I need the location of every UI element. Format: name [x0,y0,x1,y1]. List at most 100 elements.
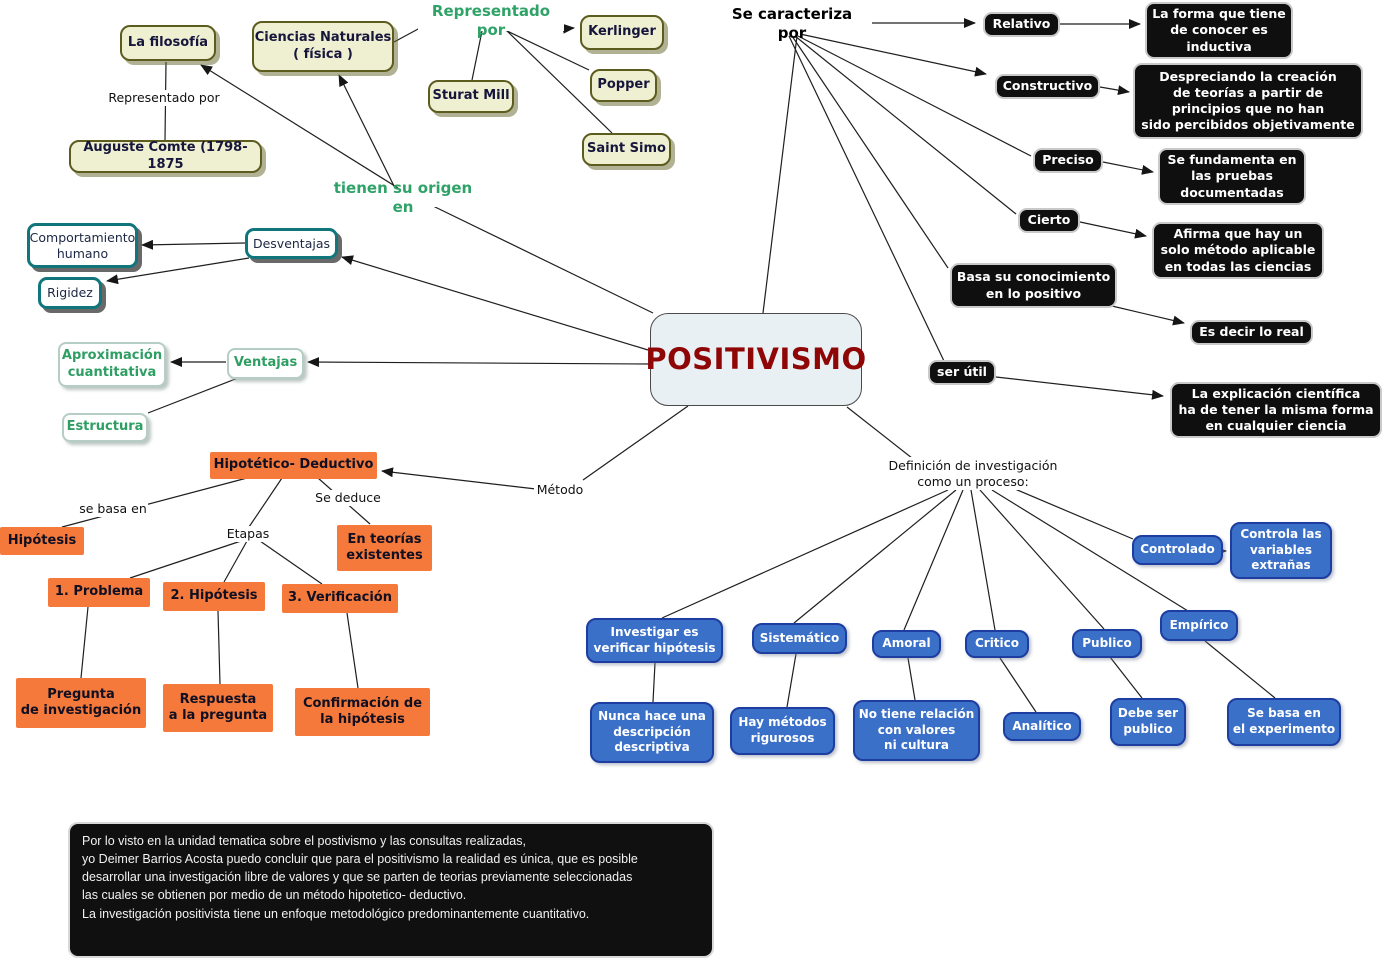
connector-line [788,35,945,362]
node-controlado[interactable]: Controlado [1132,535,1223,565]
connector-line [217,610,221,685]
node-2-hipotesis[interactable]: 2. Hipótesis [163,582,265,611]
node-sturat-mill[interactable]: Sturat Mill [428,80,514,113]
node-1-problema[interactable]: 1. Problema [48,578,150,607]
connector-line [652,662,656,703]
node-afirma-metodo[interactable]: Afirma que hay un solo método aplicable … [1152,222,1324,279]
node-hipotesis[interactable]: Hipótesis [0,527,84,555]
node-no-tiene-relacion[interactable]: No tiene relación con valores ni cultura [853,700,980,761]
node-amoral[interactable]: Amoral [872,630,941,658]
node-critico[interactable]: Critico [965,630,1029,658]
connector-line [338,74,396,189]
node-constructivo[interactable]: Constructivo [995,74,1100,99]
node-publico[interactable]: Publico [1072,629,1142,658]
node-aproximacion-cuantitativa[interactable]: Aproximación cuantitativa [58,342,166,387]
conclusion-note[interactable]: Por lo visto en la unidad tematica sobre… [68,822,714,958]
node-popper[interactable]: Popper [590,69,657,102]
node-comportamiento-humano[interactable]: Comportamiento humano [27,223,138,268]
node-hay-metodos[interactable]: Hay métodos rigurosos [730,707,835,755]
connector-line [147,377,239,414]
connector-line [61,477,248,528]
node-la-explicacion[interactable]: La explicación científica ha de tener la… [1170,382,1382,438]
link-label-representado-por-2[interactable]: Representado por [418,2,564,39]
node-empirico[interactable]: Empírico [1160,610,1238,641]
connector-line [1109,656,1143,699]
connector-line [259,540,323,585]
node-se-basa-experimento[interactable]: Se basa en el experimento [1227,698,1341,746]
node-auguste-comte[interactable]: Auguste Comte (1798-1875 [69,140,262,173]
connector-line [799,33,987,77]
node-controla-variables[interactable]: Controla las variables extrañas [1230,522,1332,579]
node-saint-simo[interactable]: Saint Simo [582,133,671,166]
node-estructura[interactable]: Estructura [62,413,148,442]
node-hipotetico-deductivo[interactable]: Hipotético- Deductivo [210,452,377,479]
node-sistematico[interactable]: Sistemático [752,623,847,654]
connector-line [223,540,248,583]
connector-line [995,376,1164,400]
node-positivismo[interactable]: POSITIVISMO [645,313,866,406]
connector-line [307,357,650,368]
connector-line [393,27,421,43]
link-label-representado-por[interactable]: Representado por [105,90,223,106]
connector-line [970,489,996,631]
connector-line [1014,488,1134,540]
node-rigidez[interactable]: Rigidez [38,277,102,309]
node-la-filosofia[interactable]: La filosofía [120,25,216,61]
connector-line [471,30,483,81]
node-desventajas[interactable]: Desventajas [245,228,338,259]
edge-group [61,18,1276,713]
node-analitico[interactable]: Analítico [1003,712,1081,741]
connector-line [504,29,590,71]
connector-line [794,35,1017,215]
node-investigar-verificar[interactable]: Investigar es verificar hipótesis [586,618,723,663]
connector-line [1079,221,1147,239]
node-se-fundamenta[interactable]: Se fundamenta en las pruebas documentada… [1158,148,1306,205]
link-label-etapas[interactable]: Etapas [224,526,272,542]
node-pregunta-investigacion[interactable]: Pregunta de investigación [16,678,146,728]
node-ciencias-naturales[interactable]: Ciencias Naturales ( física ) [252,21,394,72]
link-label-se-deduce[interactable]: Se deduce [313,490,383,506]
node-relativo[interactable]: Relativo [983,12,1060,37]
connector-line [1102,161,1154,175]
link-label-se-caracteriza-por[interactable]: Se caracteriza por [718,5,866,42]
connector-line [786,653,797,708]
node-cierto[interactable]: Cierto [1018,208,1080,233]
node-en-teorias-existentes[interactable]: En teorías existentes [337,525,432,571]
link-label-tienen-su-origen-en[interactable]: tienen su origen en [326,179,480,216]
connector-line [200,64,399,189]
node-nunca-descripcion[interactable]: Nunca hace una descripción descriptiva [590,702,714,763]
connector-line [991,489,1189,612]
connector-line [791,35,949,269]
node-despreciando[interactable]: Despreciando la creación de teorías a pa… [1133,63,1363,139]
connector-line [797,35,1032,157]
connector-line [129,540,242,579]
connector-line [381,467,537,490]
connector-line [80,606,89,679]
connector-line [1204,640,1276,699]
connector-line [907,657,916,701]
link-label-metodo[interactable]: Método [534,482,586,498]
node-la-forma-inductiva[interactable]: La forma que tiene de conocer es inducti… [1145,2,1293,59]
node-confirmacion-hipotesis[interactable]: Confirmación de la hipótesis [295,688,430,736]
node-basa-conocimiento[interactable]: Basa su conocimiento en lo positivo [950,263,1117,308]
connector-line [432,205,654,314]
link-label-se-basa-en[interactable]: se basa en [78,501,148,517]
connector-line [762,35,798,314]
node-ser-util[interactable]: ser útil [928,360,996,385]
connector-line [661,489,949,619]
connector-line [999,657,1037,713]
connector-line [106,257,250,285]
connector-line [346,612,359,689]
link-label-definicion-proceso[interactable]: Definición de investigación como un proc… [883,457,1063,490]
node-ventajas[interactable]: Ventajas [227,348,304,379]
node-debe-ser-publico[interactable]: Debe ser publico [1110,698,1186,746]
connector-line [141,239,246,250]
node-preciso[interactable]: Preciso [1033,148,1103,173]
connector-line [506,30,613,134]
node-kerlinger[interactable]: Kerlinger [580,15,664,50]
node-es-decir-lo-real[interactable]: Es decir lo real [1190,320,1313,345]
node-respuesta-pregunta[interactable]: Respuesta a la pregunta [163,684,273,732]
node-3-verificacion[interactable]: 3. Verificación [282,584,398,613]
connector-line [903,489,964,631]
